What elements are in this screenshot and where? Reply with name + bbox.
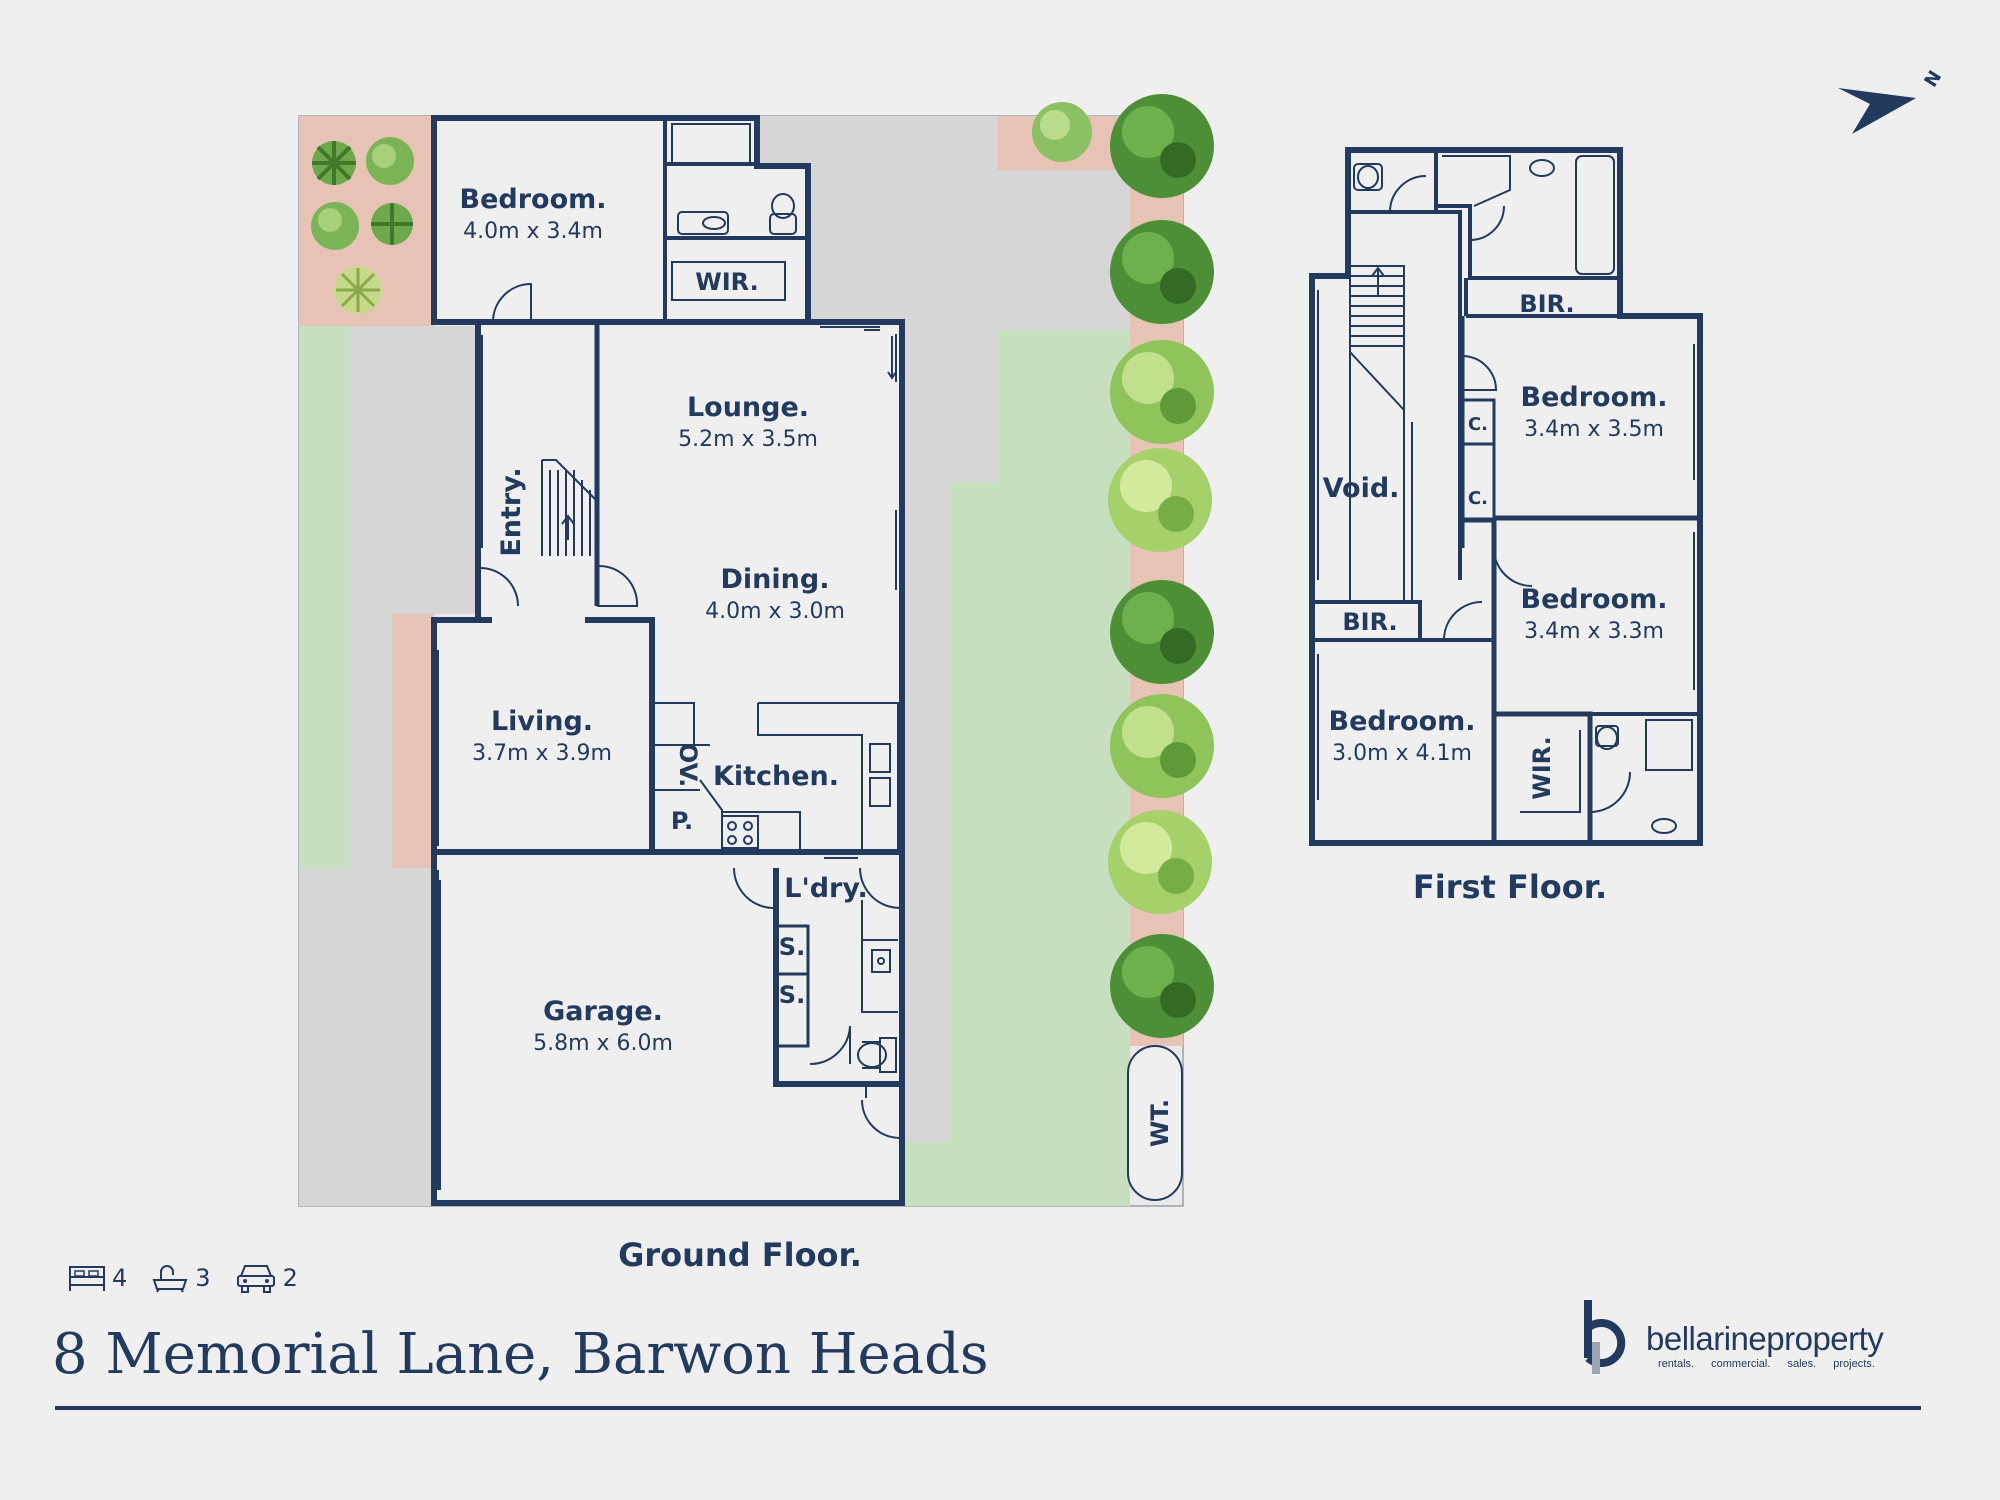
lounge-name: Lounge. <box>687 392 809 423</box>
ground-floor-title: Ground Floor. <box>618 1236 862 1274</box>
ground-stairs <box>541 459 597 556</box>
car-count: 2 <box>282 1264 298 1292</box>
water-tank-label: WT. <box>1146 1099 1174 1147</box>
side-paving <box>350 326 392 868</box>
cooktop <box>721 815 759 849</box>
bedroom-count: 4 <box>112 1264 128 1292</box>
first-stairs <box>1349 265 1405 411</box>
driveway-paving <box>299 868 431 1206</box>
car-stat: 2 <box>235 1262 298 1294</box>
bath-icon <box>152 1265 188 1293</box>
brand-name: bellarineproperty <box>1646 1320 1884 1357</box>
garage-size: 5.8m x 6.0m <box>533 1031 673 1056</box>
bp-logo-icon <box>1584 1300 1626 1374</box>
lawn-east-3 <box>900 1142 950 1206</box>
c2-label: C. <box>1468 488 1488 509</box>
bathroom-count: 3 <box>195 1264 211 1292</box>
vanity-box <box>677 211 729 235</box>
shower <box>671 123 751 165</box>
bedroom-b-size: 3.4m x 3.3m <box>1524 619 1664 644</box>
kitchen-label: Kitchen. <box>713 761 839 792</box>
wir-box <box>671 261 786 301</box>
bedroom-a-name: Bedroom. <box>1520 382 1667 413</box>
c1-label: C. <box>1468 414 1488 435</box>
living-name: Living. <box>491 706 593 737</box>
lawn-west <box>299 326 350 868</box>
shelf-label-1: S. <box>779 933 805 961</box>
bathroom-stat: 3 <box>151 1263 211 1293</box>
ground-bedroom-name: Bedroom. <box>459 184 606 215</box>
bedroom-a-size: 3.4m x 3.5m <box>1524 417 1664 442</box>
first-floor: BIR. Bedroom. 3.4m x 3.5m C. C. Void. Be… <box>1309 147 1703 906</box>
car-icon <box>236 1265 275 1293</box>
bir-top-label: BIR. <box>1519 290 1574 318</box>
oven-label: OV. <box>674 743 702 787</box>
laundry-label: L'dry. <box>784 873 868 904</box>
property-address: 8 Memorial Lane, Barwon Heads <box>52 1322 989 1387</box>
shelf-label-2: S. <box>779 981 805 1009</box>
living-size: 3.7m x 3.9m <box>472 741 612 766</box>
lounge-size: 5.2m x 3.5m <box>678 427 818 452</box>
small-plants <box>311 102 1092 314</box>
bedroom-c-name: Bedroom. <box>1328 706 1475 737</box>
dining-name: Dining. <box>721 564 830 595</box>
bed-icon <box>69 1266 105 1291</box>
brand-tagline: rentals. commercial. sales. projects. <box>1658 1358 1875 1370</box>
ground-floor-interior <box>434 118 902 1190</box>
water-tank <box>1127 1045 1183 1201</box>
pantry-label: P. <box>671 807 693 835</box>
dining-size: 4.0m x 3.0m <box>705 599 845 624</box>
ground-bedroom-size: 4.0m x 3.4m <box>463 219 603 244</box>
first-wir-label: WIR. <box>1528 736 1556 799</box>
bedroom-c-size: 3.0m x 4.1m <box>1332 741 1472 766</box>
compass-north-label: N <box>1920 67 1946 91</box>
ground-wir-label: WIR. <box>695 268 758 296</box>
first-floor-labels: BIR. Bedroom. 3.4m x 3.5m C. C. Void. Be… <box>1323 290 1668 906</box>
bedroom-b-name: Bedroom. <box>1520 584 1667 615</box>
divider-line <box>55 1406 1921 1410</box>
trees <box>1108 94 1214 1038</box>
first-floor-title: First Floor. <box>1413 868 1607 906</box>
lawn-east <box>998 330 1130 1206</box>
side-path <box>392 326 476 614</box>
brand-logo: bellarineproperty rentals. commercial. s… <box>1580 1298 1884 1376</box>
lawn-east-2 <box>950 482 998 1206</box>
property-stats: 4 3 2 <box>68 1262 312 1294</box>
compass-arrow-icon: N <box>1838 67 1946 134</box>
garden-bed-side <box>392 614 434 868</box>
bedroom-stat: 4 <box>68 1263 127 1293</box>
rear-paving-2 <box>998 170 1130 330</box>
void-label: Void. <box>1323 473 1400 504</box>
side-walkway-2 <box>904 326 998 482</box>
ground-floor-labels: Bedroom. 4.0m x 3.4m WIR. Entry. Lounge.… <box>459 184 867 1274</box>
entry-label: Entry. <box>496 467 527 556</box>
garage-name: Garage. <box>543 996 663 1027</box>
bir-left-label: BIR. <box>1342 608 1397 636</box>
